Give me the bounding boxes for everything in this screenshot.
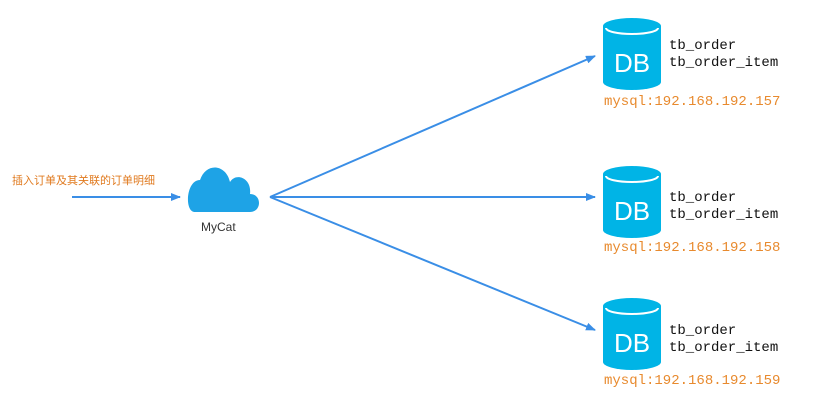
db-icon-text: DB	[614, 48, 650, 78]
table-name: tb_order	[669, 323, 737, 339]
db-host-3: mysql:192.168.192.159	[604, 373, 781, 389]
table-name: tb_order_item	[669, 207, 779, 223]
arrow-to-db-3	[269, 196, 596, 331]
db-tables-1: tb_order tb_order_item	[669, 38, 778, 72]
arrow-to-db-1	[269, 55, 596, 198]
database-icon: DB	[603, 166, 661, 238]
mycat-label: MyCat	[201, 220, 236, 234]
cloud-icon	[187, 167, 259, 212]
db-icon-text: DB	[614, 328, 650, 358]
table-name: tb_order	[669, 38, 737, 54]
db-host-1: mysql:192.168.192.157	[604, 94, 781, 110]
db-host-2: mysql:192.168.192.158	[604, 240, 781, 256]
database-icon: DB	[603, 18, 661, 90]
table-name: tb_order_item	[669, 55, 779, 71]
db-tables-2: tb_order tb_order_item	[669, 190, 778, 224]
database-icon: DB	[603, 298, 661, 370]
table-name: tb_order	[669, 190, 737, 206]
db-icon-text: DB	[614, 196, 650, 226]
table-name: tb_order_item	[669, 340, 779, 356]
input-label: 插入订单及其关联的订单明细	[12, 174, 155, 187]
db-tables-3: tb_order tb_order_item	[669, 323, 778, 357]
